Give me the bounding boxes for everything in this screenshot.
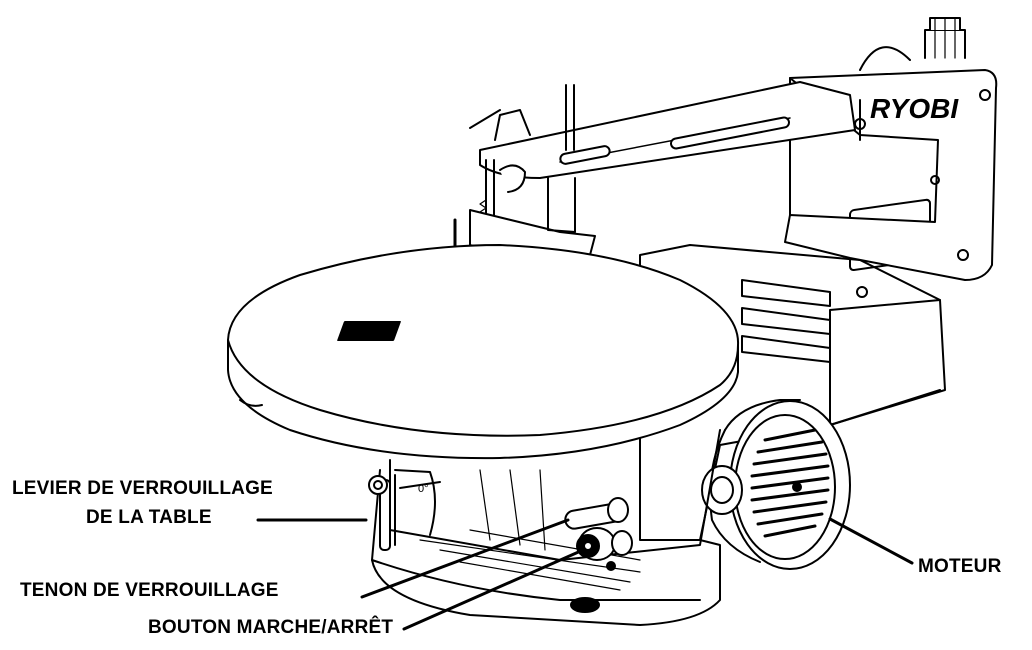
saw-base [371, 469, 721, 626]
leader-on-off [402, 548, 585, 631]
label-table-lock-lever-line1: LEVIER DE VERROUILLAGE [12, 478, 273, 499]
work-table [227, 244, 740, 460]
label-on-off-button: BOUTON MARCHE/ARRÊT [148, 617, 394, 638]
on-off-button-part [576, 527, 633, 571]
motor [701, 399, 851, 570]
leader-motor [828, 517, 914, 565]
bevel-scale-mark: 0° [418, 483, 429, 495]
leader-lines [256, 517, 914, 631]
upper-arm-frame [469, 17, 998, 298]
leader-locking-pin [360, 518, 570, 599]
table-lock-lever [368, 475, 441, 551]
label-table-lock-lever-line2: DE LA TABLE [86, 507, 212, 528]
locking-pin-part [564, 497, 629, 530]
label-locking-pin: TENON DE VERROUILLAGE [20, 580, 279, 601]
label-motor: MOTEUR [918, 556, 1002, 577]
brand-logo: RYOBI [870, 93, 959, 124]
